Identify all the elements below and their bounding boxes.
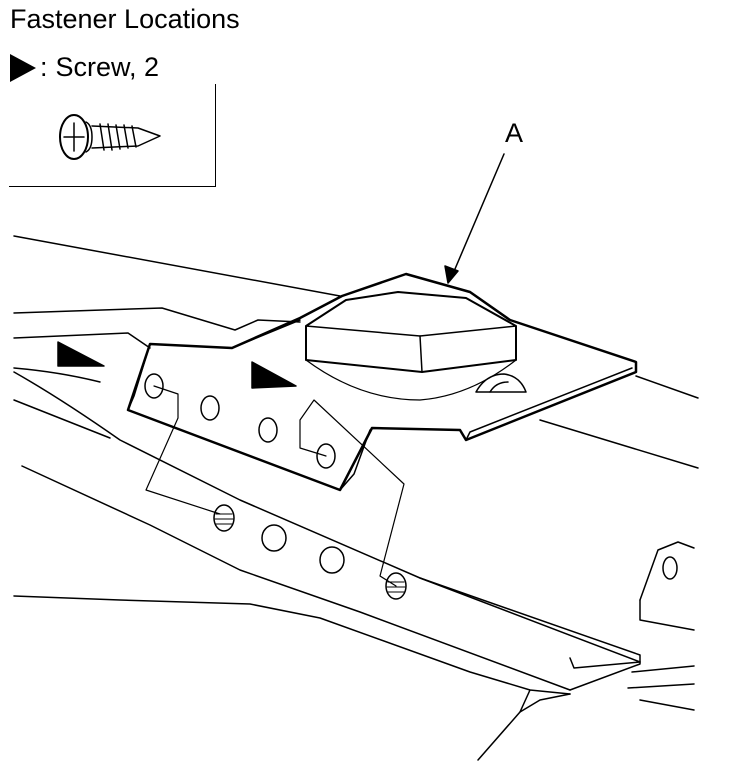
- background-rail: [13, 235, 699, 469]
- legend-separator: :: [40, 52, 48, 82]
- left-shelf: [13, 307, 301, 383]
- bracket-a: [126, 272, 638, 492]
- guide-lines: [145, 385, 405, 587]
- body-rail: [13, 371, 641, 761]
- legend-text: Screw, 2: [55, 52, 160, 82]
- legend-box: [9, 84, 216, 187]
- leader-line-a: [444, 153, 505, 284]
- screw-pointer-icons: [57, 341, 297, 389]
- right-bracket: [627, 541, 695, 711]
- diagram-title: Fastener Locations: [10, 4, 240, 34]
- triangle-pointer-icon: [10, 53, 36, 82]
- screw-icon: [59, 114, 161, 160]
- legend-row: : Screw, 2: [10, 52, 159, 83]
- body-holes: [213, 504, 407, 600]
- bracket-raised-block: [305, 291, 517, 401]
- callout-label-a: A: [505, 118, 524, 148]
